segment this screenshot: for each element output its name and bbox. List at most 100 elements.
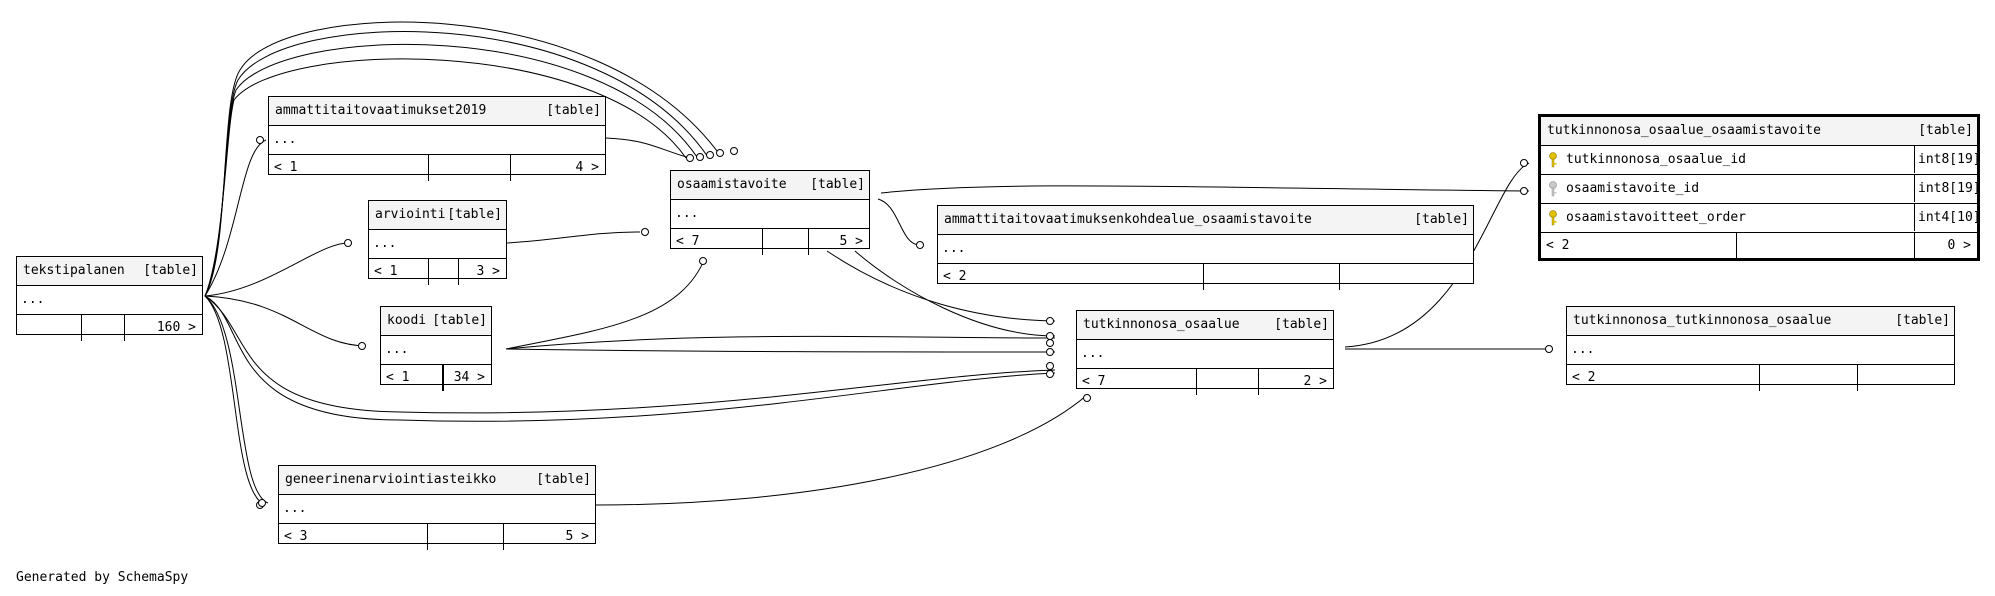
columns-placeholder: ... <box>938 235 1473 264</box>
table-header: ammattitaitovaatimuksenkohdealue_osaamis… <box>938 206 1473 235</box>
column-name: osaamistavoitteet_order <box>1566 210 1747 225</box>
edge-osaamistavoite-tutkinnonosa-osaalue-1 <box>826 250 1056 322</box>
table-header: koodi [table] <box>381 307 491 336</box>
edge-tekstipalanen-tutkinnonosa-osaalue-1 <box>204 295 1056 422</box>
table-footer: < 7 5 > <box>671 229 869 255</box>
edge-tekstipalanen-koodi <box>204 295 367 347</box>
edge-tekstipalanen-tutkinnonosa-osaalue-2 <box>204 295 1056 414</box>
parents-count: < 3 <box>279 524 428 550</box>
table-osaamistavoite[interactable]: osaamistavoite [table] ... < 7 5 > <box>670 170 870 255</box>
table-header: tutkinnonosa_osaalue_osaamistavoite [tab… <box>1541 117 1977 146</box>
generated-by-caption: Generated by SchemaSpy <box>16 570 189 585</box>
parents-count: < 1 <box>381 365 443 391</box>
column-row[interactable]: osaamistavoite_id int8[19] <box>1541 175 1981 204</box>
table-name: tutkinnonosa_osaalue_osaamistavoite <box>1547 123 1821 138</box>
edge-tekstipalanen-arviointi <box>204 242 353 297</box>
column-type: int8[19] <box>1914 175 1981 202</box>
table-header: ammattitaitovaatimukset2019 [table] <box>269 97 605 126</box>
columns-placeholder: ... <box>269 126 605 155</box>
table-type-tag: [table] <box>1895 313 1950 328</box>
columns-count <box>763 229 809 255</box>
columns-placeholder: ... <box>671 200 869 229</box>
table-type-tag: [table] <box>546 103 601 118</box>
table-name: osaamistavoite <box>677 177 787 192</box>
table-tekstipalanen[interactable]: tekstipalanen [table] ... 160 > <box>16 256 203 341</box>
table-ammattitaitovaatimukset2019[interactable]: ammattitaitovaatimukset2019 [table] ... … <box>268 96 606 181</box>
primary-key-icon <box>1549 210 1557 226</box>
children-count: 34 > <box>453 370 485 385</box>
edge-osaamistavoite-osaalue-osaamistavoite <box>880 185 1530 194</box>
table-header: tutkinnonosa_osaalue [table] <box>1077 311 1333 340</box>
edge-tekstipalanen-geneerinen-1 <box>204 295 266 506</box>
column-name: osaamistavoite_id <box>1566 181 1700 196</box>
edge-tekstipalanen-osaamistavoite-4 <box>204 58 687 297</box>
columns-count <box>429 259 459 285</box>
table-header: osaamistavoite [table] <box>671 171 869 200</box>
columns-count <box>428 524 504 550</box>
children-count: 3 > <box>476 264 500 279</box>
table-name: ammattitaitovaatimuksenkohdealue_osaamis… <box>944 212 1312 227</box>
table-type-tag: [table] <box>1918 123 1973 138</box>
parents-count: < 7 <box>1077 369 1197 395</box>
parents-count: < 2 <box>1567 365 1760 391</box>
column-type: int4[10] <box>1914 204 1981 231</box>
table-header: geneerinenarviointiasteikko [table] <box>279 466 595 495</box>
columns-placeholder: ... <box>17 286 202 315</box>
column-row[interactable]: osaamistavoitteet_order int4[10] <box>1541 204 1981 233</box>
table-name: tekstipalanen <box>23 263 125 278</box>
children-count: 4 > <box>575 160 599 175</box>
foreign-key-icon <box>1549 181 1557 197</box>
parents-count: < 7 <box>671 229 763 255</box>
table-arviointi[interactable]: arviointi [table] ... < 1 3 > <box>368 200 507 285</box>
table-name: tutkinnonosa_tutkinnonosa_osaalue <box>1573 313 1832 328</box>
table-ammattitaitovaatimuksenkohdealue-osaamistavoite[interactable]: ammattitaitovaatimuksenkohdealue_osaamis… <box>937 205 1474 290</box>
primary-key-icon <box>1549 152 1557 168</box>
edge-koodi-tutkinnonosa-osaalue-2 <box>505 348 1056 353</box>
table-name: geneerinenarviointiasteikko <box>285 472 497 487</box>
columns-placeholder: ... <box>1567 336 1954 365</box>
table-type-tag: [table] <box>447 207 502 222</box>
table-footer: < 1 4 > <box>269 155 605 181</box>
columns-count <box>1204 264 1340 290</box>
column-name: tutkinnonosa_osaalue_id <box>1566 152 1747 167</box>
columns-placeholder: ... <box>279 495 595 524</box>
columns-count <box>429 155 511 181</box>
table-name: koodi <box>387 313 427 328</box>
table-geneerinenarviointiasteikko[interactable]: geneerinenarviointiasteikko [table] ... … <box>278 465 596 550</box>
columns-count <box>1737 233 1915 259</box>
table-name: arviointi <box>375 207 446 222</box>
columns-placeholder: ... <box>1077 340 1333 369</box>
edge-osaamistavoite-tutkinnonosa-osaalue-2 <box>854 250 1056 337</box>
parents-count: < 1 <box>369 259 429 285</box>
edge-end-markers <box>256 136 1553 509</box>
parents-count <box>17 315 82 341</box>
edge-tekstipalanen-geneerinen-2 <box>204 295 269 504</box>
table-tutkinnonosa-tutkinnonosa-osaalue[interactable]: tutkinnonosa_tutkinnonosa_osaalue [table… <box>1566 306 1955 391</box>
table-footer: < 1 3 > <box>369 259 506 285</box>
children-count: 160 > <box>156 320 196 335</box>
columns-placeholder: ... <box>381 336 491 365</box>
columns-count <box>443 365 444 391</box>
parents-count: < 2 <box>938 264 1204 290</box>
table-koodi[interactable]: koodi [table] ... < 1 34 > <box>380 306 492 391</box>
table-header: arviointi [table] <box>369 201 506 230</box>
table-footer: 160 > <box>17 315 202 341</box>
table-type-tag: [table] <box>1274 317 1329 332</box>
table-tutkinnonosa-osaalue[interactable]: tutkinnonosa_osaalue [table] ... < 7 2 > <box>1076 310 1334 395</box>
table-name: ammattitaitovaatimukset2019 <box>275 103 487 118</box>
column-row[interactable]: tutkinnonosa_osaalue_id int8[19] <box>1541 146 1981 175</box>
table-footer: < 7 2 > <box>1077 369 1333 395</box>
edge-koodi-tutkinnonosa-osaalue-1 <box>505 335 1056 350</box>
table-type-tag: [table] <box>536 472 591 487</box>
table-footer: < 1 34 > <box>381 365 491 391</box>
table-tutkinnonosa-osaalue-osaamistavoite[interactable]: tutkinnonosa_osaalue_osaamistavoite [tab… <box>1538 114 1981 261</box>
column-type: int8[19] <box>1914 146 1981 173</box>
table-name: tutkinnonosa_osaalue <box>1083 317 1240 332</box>
table-type-tag: [table] <box>143 263 198 278</box>
children-count: 2 > <box>1303 374 1327 389</box>
table-footer: < 2 <box>1567 365 1954 391</box>
children-count <box>1858 365 1954 391</box>
table-type-tag: [table] <box>1414 212 1469 227</box>
edge-ammattitaitovaatimukset2019-osaamistavoite <box>605 137 691 159</box>
